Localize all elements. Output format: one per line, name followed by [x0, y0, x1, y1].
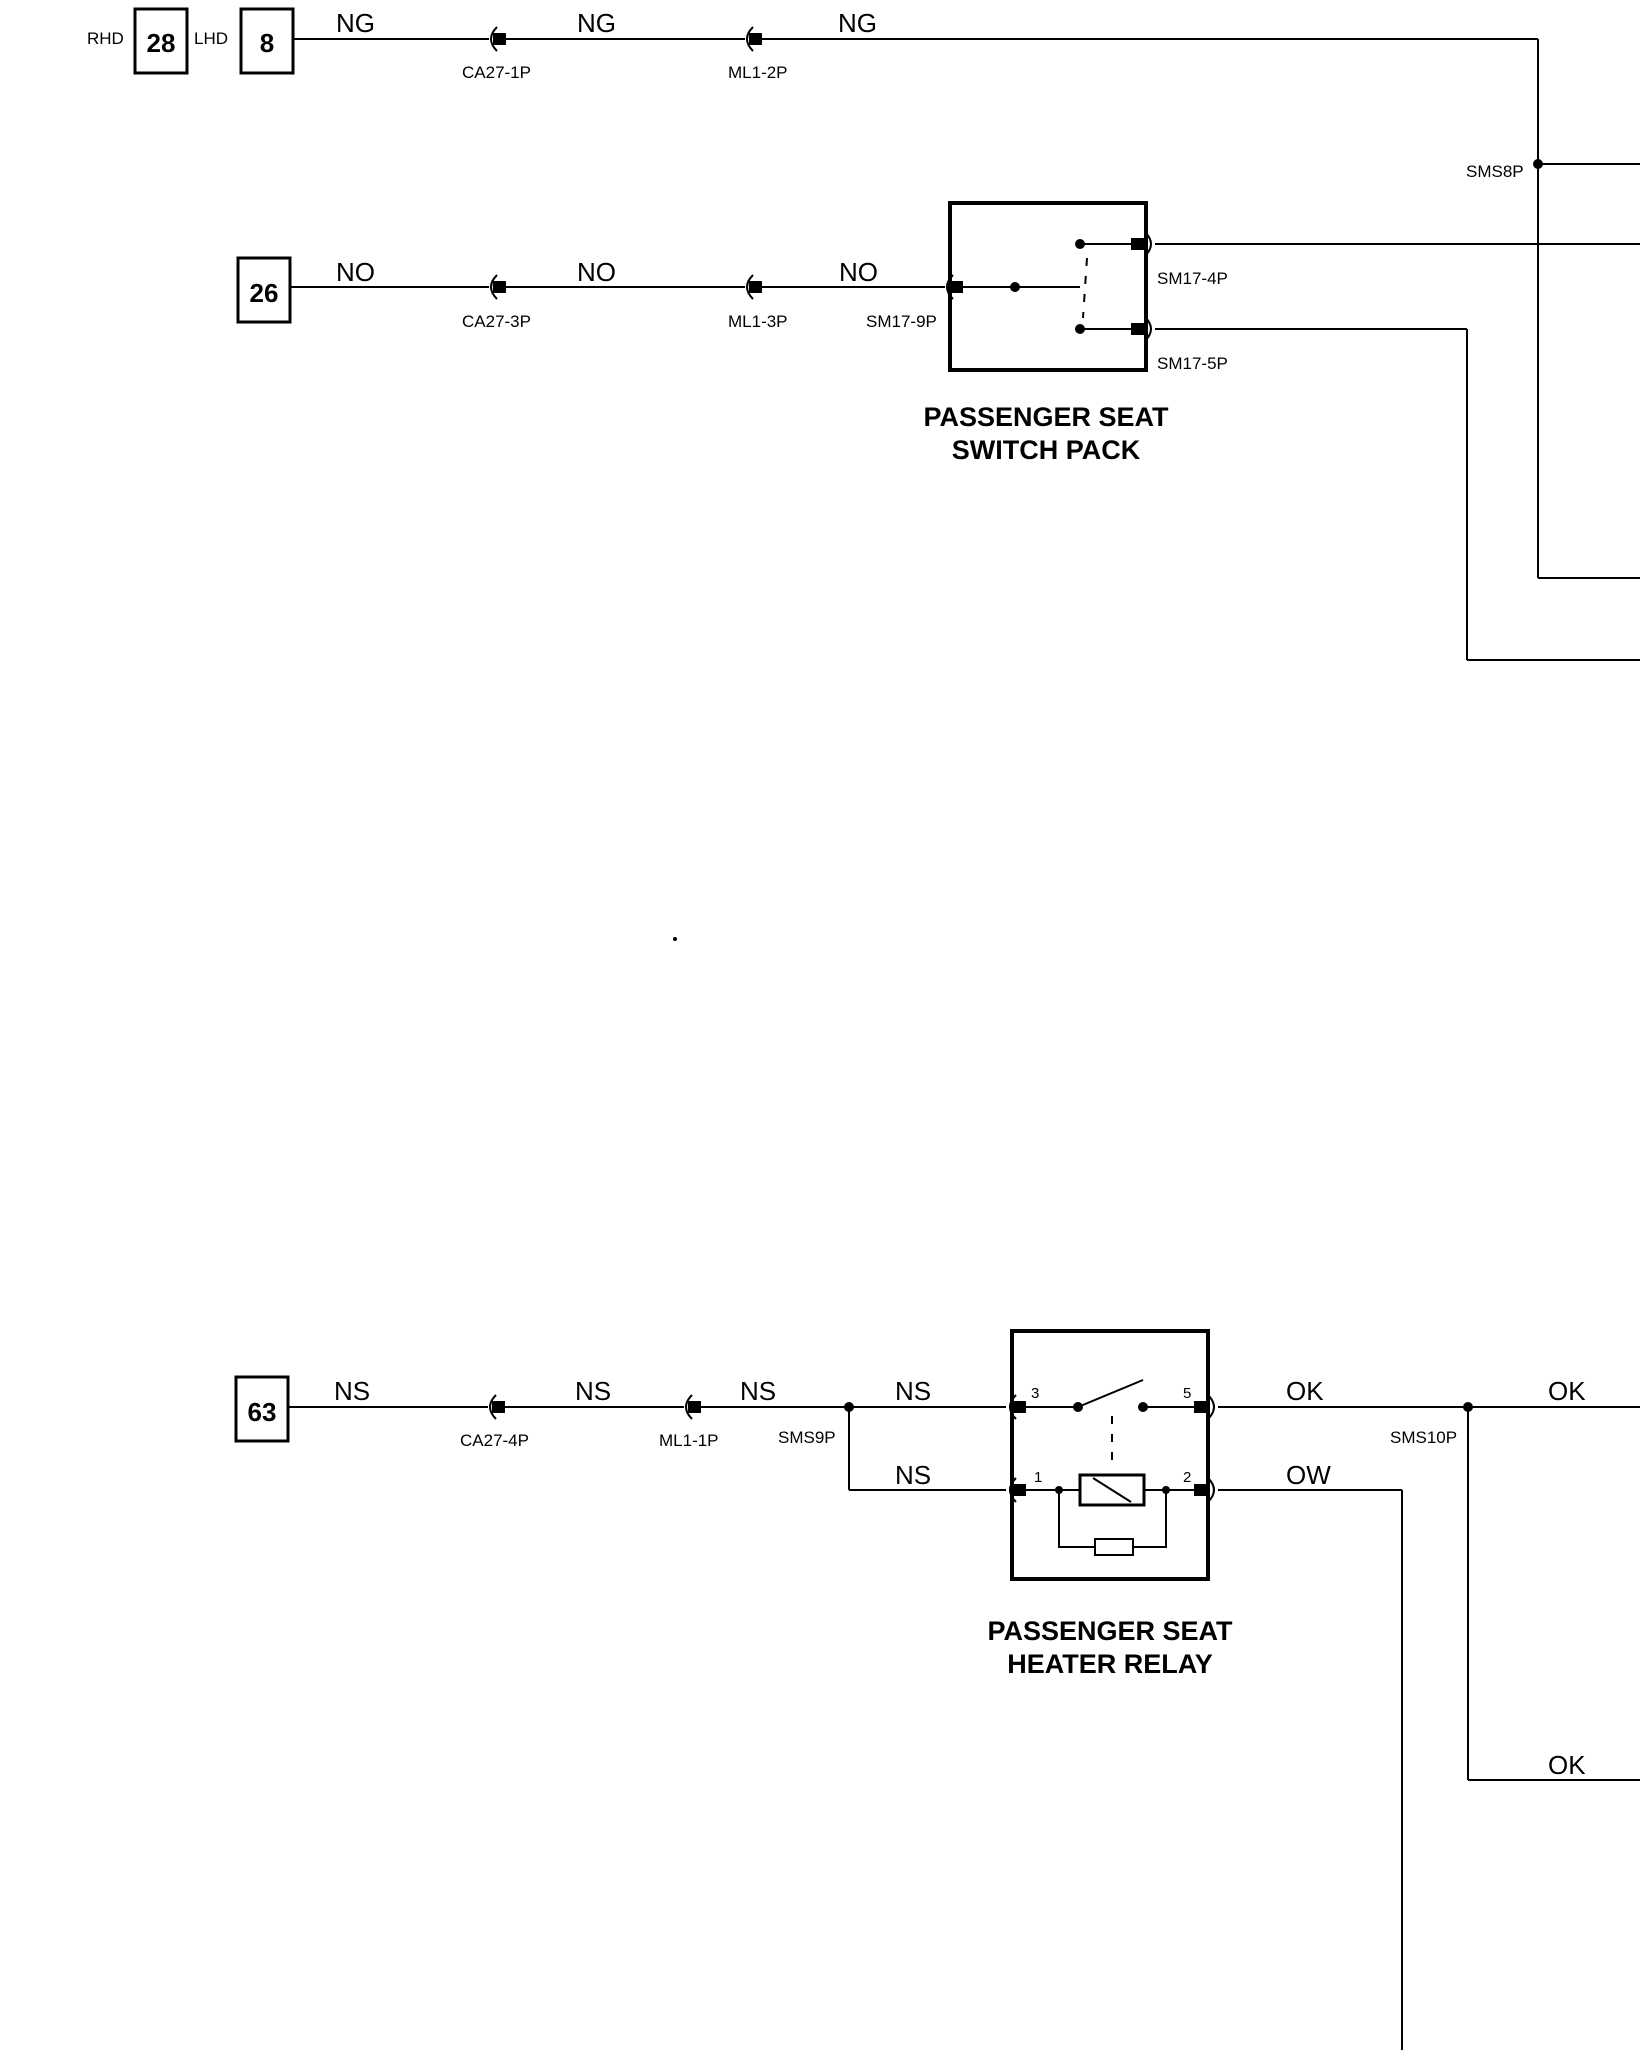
- stray-dot: [673, 937, 677, 941]
- relay-pin-2-socket: [1207, 1477, 1215, 1503]
- switch-pack-pin-9: [950, 281, 963, 293]
- heater-relay-title-line1: PASSENGER SEAT: [987, 1616, 1233, 1646]
- wire-label-ok-3: OK: [1548, 1750, 1586, 1780]
- lhd-ref-box: [239, 7, 295, 75]
- switch-pack-title-line2: SWITCH PACK: [952, 435, 1141, 465]
- relay-pin-1: [1013, 1484, 1026, 1496]
- circuit-ng: RHD 28 LHD 8 NG CA27-1P NG ML1-2P NG SMS…: [87, 7, 1640, 579]
- relay-pin-3-label: 3: [1031, 1385, 1039, 1402]
- connector-ca27-3p-pin: [493, 281, 506, 293]
- connector-label-sm17-5p: SM17-5P: [1157, 354, 1228, 373]
- connector-label-ca27-4p: CA27-4P: [460, 1431, 529, 1450]
- connector-ca27-4p-socket: [489, 1394, 497, 1420]
- wire-label-ng-1: NG: [336, 8, 375, 38]
- connector-label-ca27-3p: CA27-3P: [462, 312, 531, 331]
- wire-label-ng-3: NG: [838, 8, 877, 38]
- circuit-ns: 63 NS CA27-4P NS ML1-1P NS SMS9P NS NS 3: [234, 1329, 1640, 2050]
- relay-resistor-lead-right: [1133, 1490, 1167, 1548]
- relay-pin-5: [1194, 1401, 1207, 1413]
- connector-ml1-1p-socket: [685, 1394, 693, 1420]
- relay-coil-diagonal: [1092, 1477, 1132, 1503]
- ref-number-26: 26: [250, 278, 279, 308]
- connector-ca27-4p-pin: [492, 1401, 505, 1413]
- ref-box-26: [236, 256, 292, 324]
- wire-label-ow: OW: [1286, 1460, 1331, 1490]
- wire-label-ok-2: OK: [1548, 1376, 1586, 1406]
- passenger-seat-heater-relay: [1010, 1329, 1210, 1581]
- connector-ml1-1p-pin: [688, 1401, 701, 1413]
- wire-label-ns-4: NS: [895, 1376, 931, 1406]
- wire-label-ns-2: NS: [575, 1376, 611, 1406]
- relay-pin-1-label: 1: [1034, 1469, 1042, 1486]
- splice-label-sms10p: SMS10P: [1390, 1428, 1457, 1447]
- connector-label-ml1-3p: ML1-3P: [728, 312, 788, 331]
- connector-ca27-1p-socket: [490, 26, 498, 52]
- splice-label-sms8p: SMS8P: [1466, 162, 1524, 181]
- lhd-label: LHD: [194, 29, 228, 48]
- connector-label-ca27-1p: CA27-1P: [462, 63, 531, 82]
- rhd-label: RHD: [87, 29, 124, 48]
- relay-pin-2: [1194, 1484, 1207, 1496]
- connector-ml1-2p-socket: [746, 26, 754, 52]
- circuit-no: 26 NO CA27-3P NO ML1-3P NO SM17-9P SM17-…: [236, 201, 1640, 661]
- connector-ca27-3p-socket: [490, 274, 498, 300]
- relay-pin-5-label: 5: [1183, 1385, 1191, 1402]
- relay-pin-5-socket: [1207, 1394, 1215, 1420]
- splice-label-sms9p: SMS9P: [778, 1428, 836, 1447]
- connector-label-sm17-4p: SM17-4P: [1157, 269, 1228, 288]
- connector-ca27-1p-pin: [493, 33, 506, 45]
- heater-relay-title-line2: HEATER RELAY: [1007, 1649, 1213, 1679]
- wire-label-no-1: NO: [336, 257, 375, 287]
- switch-pack-pin-5: [1131, 323, 1144, 335]
- wire-label-ok-1: OK: [1286, 1376, 1324, 1406]
- ref-number-63: 63: [248, 1397, 277, 1427]
- switch-pack-pin-5-socket: [1144, 316, 1152, 342]
- connector-ml1-2p-pin: [749, 33, 762, 45]
- connector-label-ml1-2p: ML1-2P: [728, 63, 788, 82]
- lhd-ref-number: 8: [260, 28, 274, 58]
- wire-label-no-2: NO: [577, 257, 616, 287]
- wire-label-ns-1: NS: [334, 1376, 370, 1406]
- wire-label-ns-3: NS: [740, 1376, 776, 1406]
- relay-pin-3: [1013, 1401, 1026, 1413]
- ref-box-63: [234, 1375, 290, 1443]
- wire-label-ng-2: NG: [577, 8, 616, 38]
- relay-pin-2-label: 2: [1183, 1469, 1191, 1486]
- relay-switch-blade: [1077, 1379, 1144, 1408]
- connector-label-sm17-9p: SM17-9P: [866, 312, 937, 331]
- relay-pin-1-socket: [1009, 1477, 1017, 1503]
- connector-label-ml1-1p: ML1-1P: [659, 1431, 719, 1450]
- switch-pack-pin-4-socket: [1144, 231, 1152, 257]
- relay-suppression-resistor: [1094, 1538, 1134, 1556]
- relay-pin-3-socket: [1009, 1394, 1017, 1420]
- switch-pack-pin-4: [1131, 238, 1144, 250]
- switch-pack-title-line1: PASSENGER SEAT: [923, 402, 1169, 432]
- connector-ml1-3p-pin: [749, 281, 762, 293]
- relay-resistor-lead-left: [1058, 1490, 1095, 1548]
- connector-ml1-3p-socket: [746, 274, 754, 300]
- rhd-ref-number: 28: [147, 28, 176, 58]
- wire-label-no-3: NO: [839, 257, 878, 287]
- rhd-ref-box: [133, 7, 189, 75]
- switch-pack-pin-9-socket: [946, 274, 954, 300]
- wire-label-ns-5: NS: [895, 1460, 931, 1490]
- switch-mechanical-link: [1082, 257, 1088, 319]
